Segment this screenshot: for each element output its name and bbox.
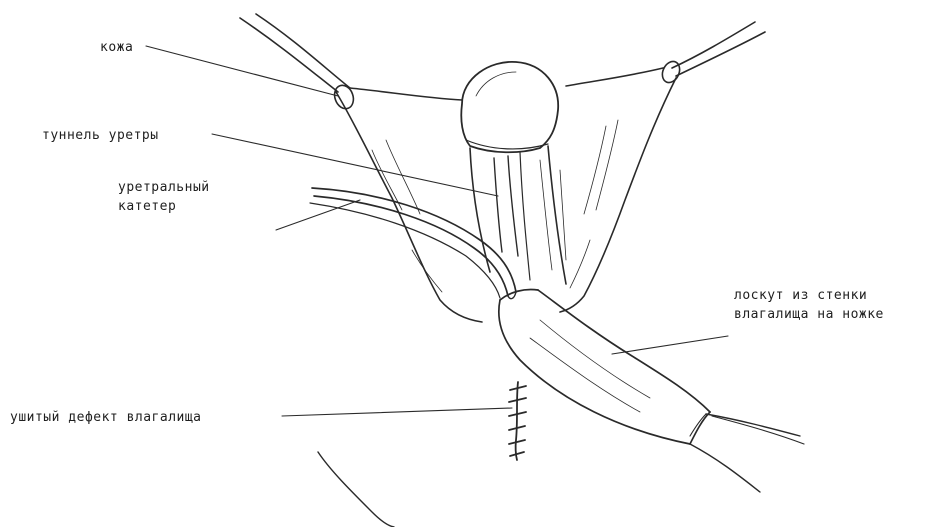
left-retraction-suture <box>240 14 350 92</box>
label-urethral-catheter-line2: катетер <box>118 197 210 216</box>
penile-shaft <box>470 146 566 284</box>
label-vaginal-flap-line1: лоскут из стенки <box>734 286 884 305</box>
label-sutured-defect-text: ушитый дефект влагалища <box>10 408 202 427</box>
label-urethral-catheter-line1: уретральный <box>118 178 210 197</box>
leader-flap <box>612 336 728 354</box>
label-urethral-catheter: уретральный катетер <box>118 178 210 216</box>
urethral-tunnel <box>494 156 518 256</box>
label-urethral-tunnel: туннель уретры <box>42 126 159 145</box>
label-skin-text: кожа <box>100 38 133 57</box>
skin-flap <box>331 59 682 322</box>
label-vaginal-flap-line2: влагалища на ножке <box>734 305 884 324</box>
sutured-defect <box>509 382 526 460</box>
right-retraction-suture <box>672 22 765 76</box>
perineal-contour <box>318 452 394 527</box>
leader-tunnel <box>212 134 498 196</box>
label-sutured-defect: ушитый дефект влагалища <box>10 408 202 427</box>
label-urethral-tunnel-text: туннель уретры <box>42 126 159 145</box>
leader-defect <box>282 408 512 416</box>
label-skin: кожа <box>100 38 133 57</box>
glans <box>461 62 558 152</box>
label-vaginal-flap: лоскут из стенки влагалища на ножке <box>734 286 884 324</box>
